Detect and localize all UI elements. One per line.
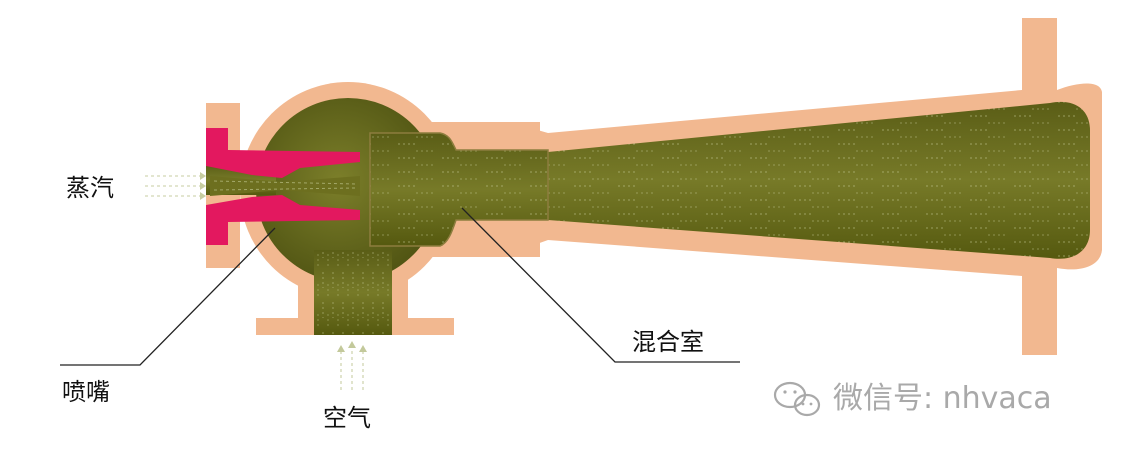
label-mixing-chamber: 混合室 — [632, 328, 704, 356]
steam-flow-arrows — [145, 172, 206, 200]
label-steam: 蒸汽 — [66, 174, 114, 202]
nozzle-upper — [206, 128, 360, 178]
steam-nozzle — [206, 128, 360, 245]
nozzle-leader — [60, 227, 276, 366]
leader-lines — [60, 207, 740, 366]
label-air: 空气 — [323, 404, 371, 432]
watermark-text: 微信号: nhvaca — [833, 381, 1052, 416]
watermark: 微信号: nhvaca — [773, 381, 1052, 417]
air-flow-arrows — [337, 341, 367, 390]
label-nozzle: 喷嘴 — [62, 378, 110, 406]
wechat-icon — [773, 381, 821, 417]
nozzle-lower — [206, 195, 360, 245]
mixing-chamber-leader — [461, 207, 740, 363]
